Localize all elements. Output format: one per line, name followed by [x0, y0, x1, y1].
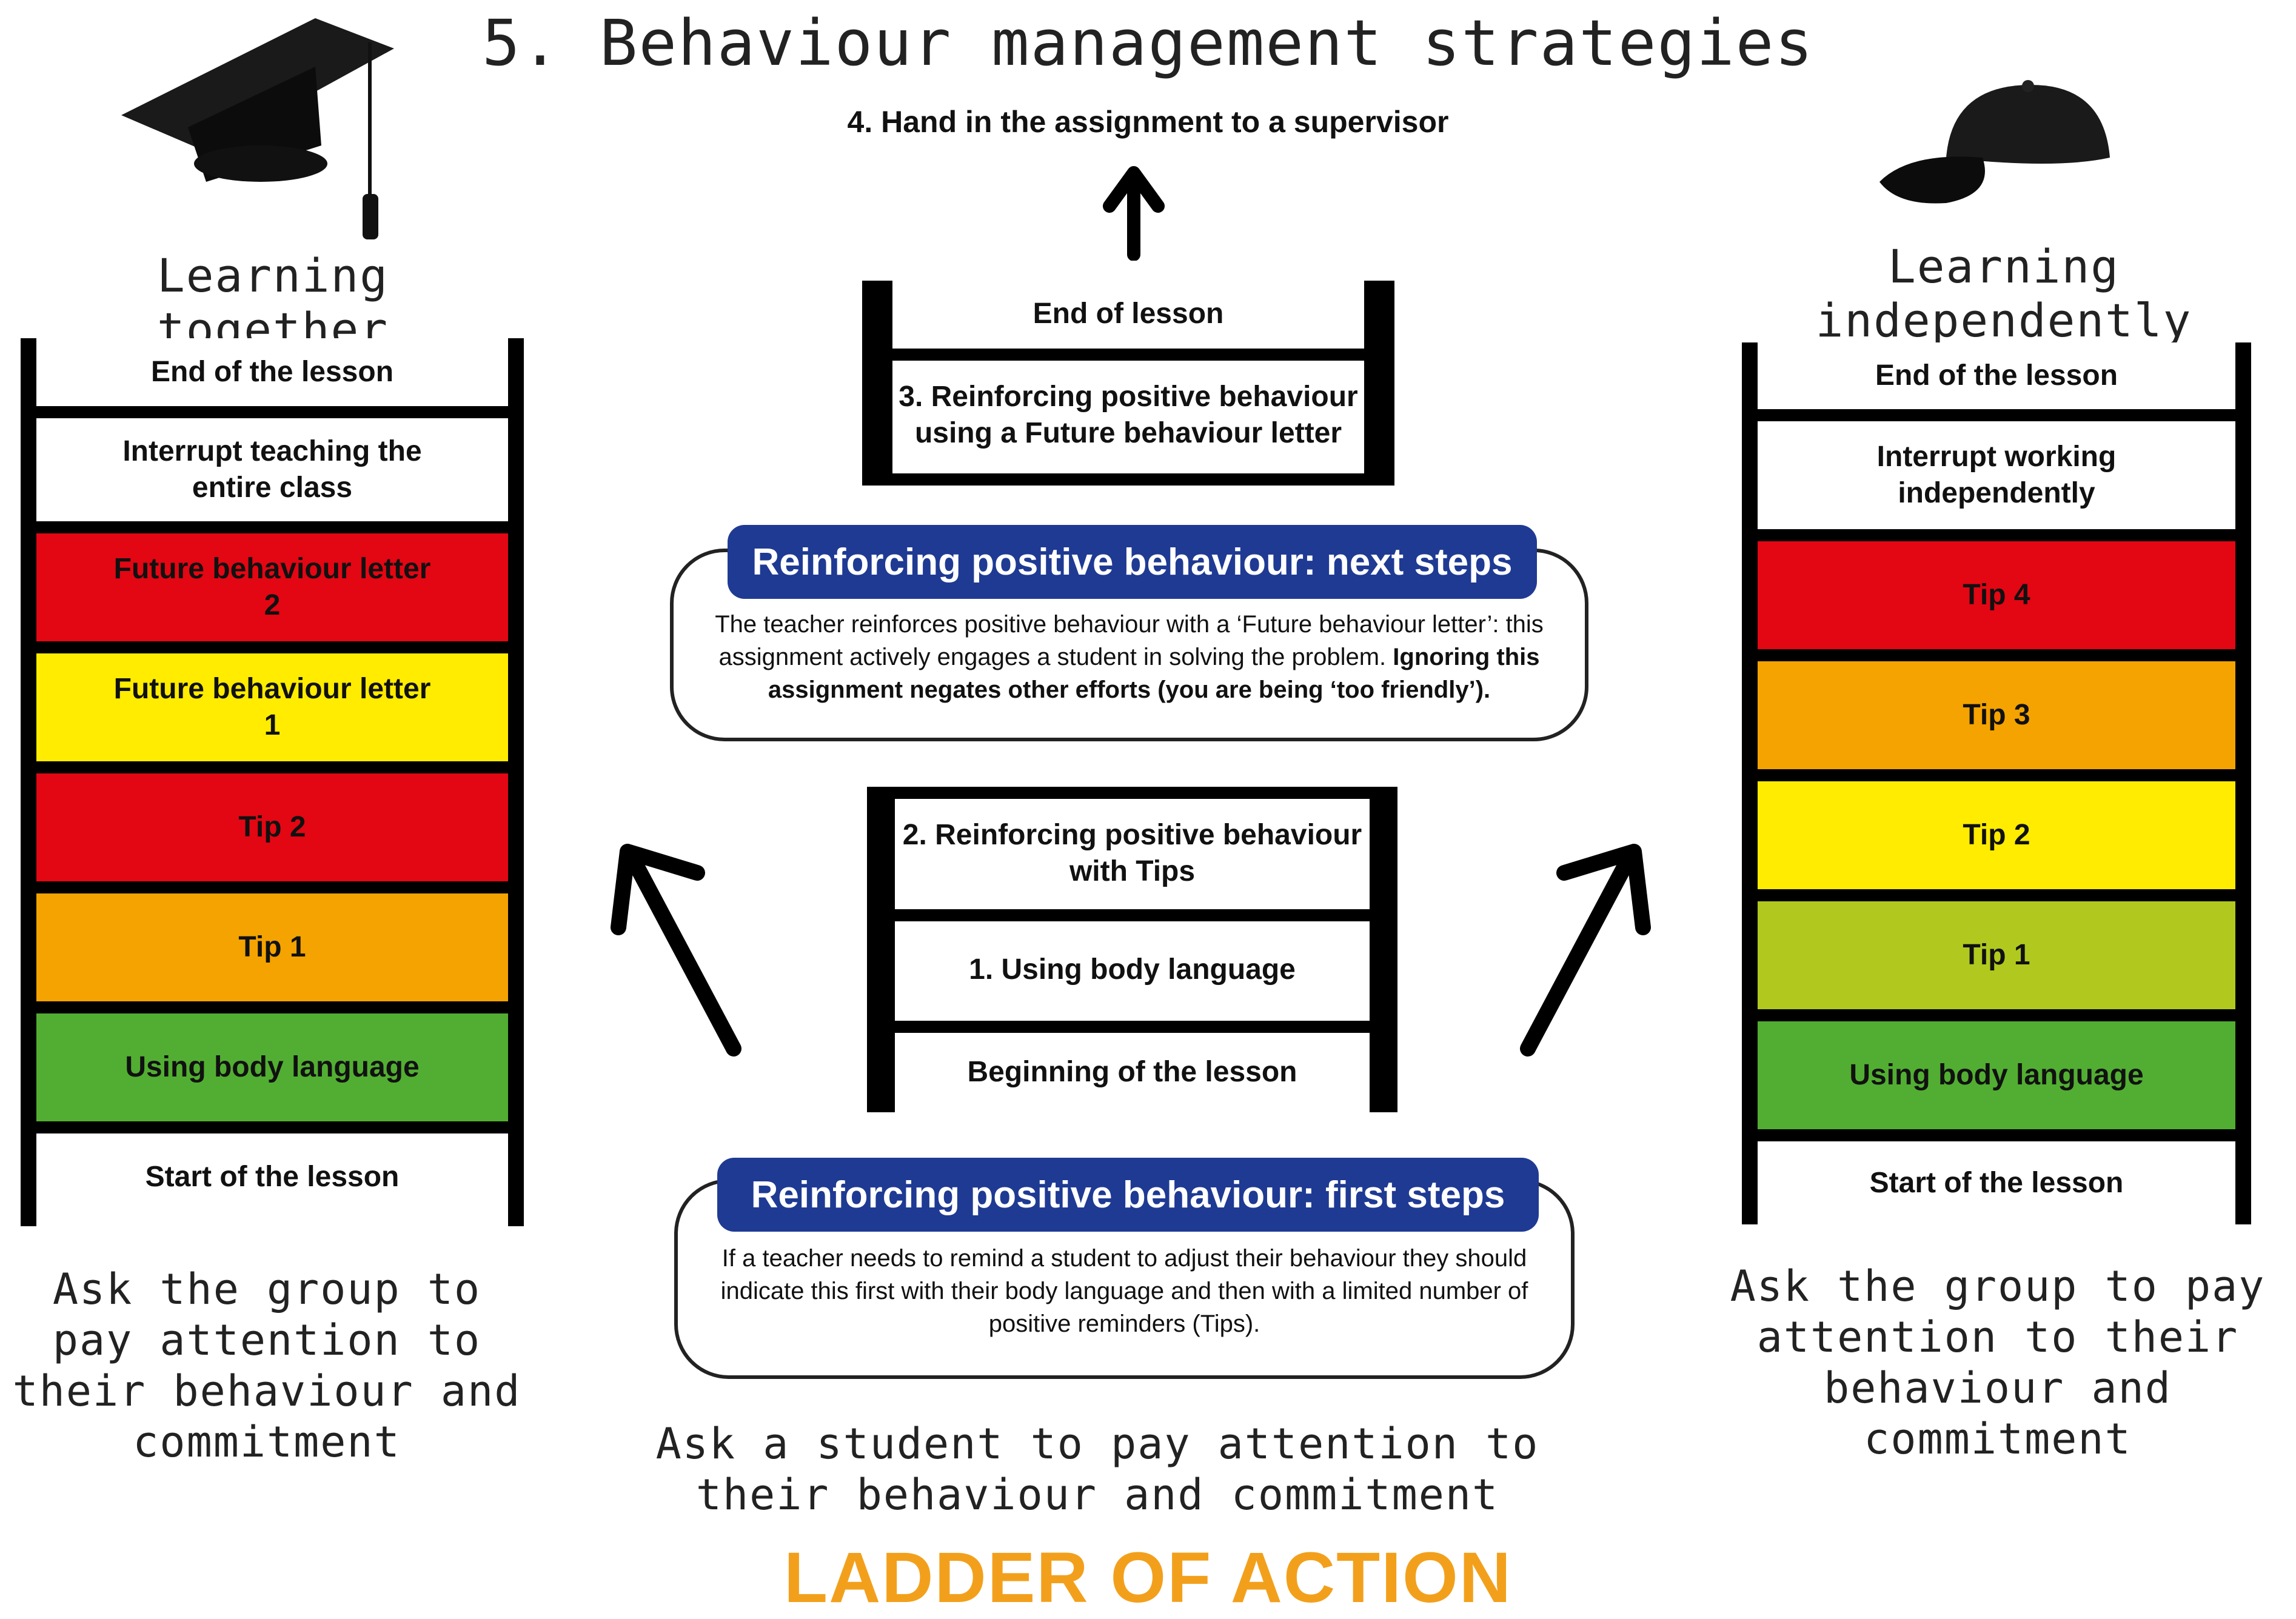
- rung-label: Interrupt working independently: [1876, 441, 2117, 509]
- ladder-rung-bar: [36, 641, 508, 653]
- ladder-rail: [1742, 342, 1758, 1224]
- ladder-rung-bar: [36, 1121, 508, 1133]
- right-rung-6: Using body language: [1758, 1021, 2235, 1129]
- left-rung-2: Future behaviour letter 2: [36, 533, 508, 641]
- right-rung-4: Tip 2: [1758, 781, 2235, 889]
- rung-label: Tip 3: [1963, 699, 2030, 731]
- left-rung-0: End of the lesson: [36, 338, 508, 406]
- ladder-rung-bar: [36, 521, 508, 533]
- next-steps-bold-text: Ignoring this assignment negates other e…: [768, 644, 1540, 703]
- left-rung-7: Start of the lesson: [36, 1133, 508, 1220]
- ladder-rail: [21, 338, 36, 1226]
- ladder-rail: [2235, 342, 2251, 1224]
- rung-label: Tip 4: [1963, 579, 2030, 611]
- step-4-label: 4. Hand in the assignment to a superviso…: [847, 105, 1449, 139]
- ladder-rung-bar: [36, 881, 508, 893]
- rung-step-3: 3. Reinforcing positive behaviour using …: [899, 381, 1358, 449]
- rung-step-2: 2. Reinforcing positive behaviour with T…: [902, 819, 1362, 887]
- ladder-rung-bar: [1758, 529, 2235, 541]
- up-right-arrow-icon: [1520, 844, 1651, 1057]
- center-top-ladder: End of lesson 3. Reinforcing positive be…: [862, 281, 1394, 486]
- rung-label: Using body language: [125, 1051, 420, 1083]
- rung-step-1: 1. Using body language: [969, 953, 1296, 986]
- rung-label: Start of the lesson: [145, 1160, 400, 1193]
- baseball-cap-icon: [1879, 80, 2110, 204]
- center-caption: Ask a student to pay attention to their …: [655, 1419, 1539, 1520]
- rung-end-of-lesson: End of lesson: [1033, 298, 1224, 330]
- left-rung-6: Using body language: [36, 1013, 508, 1121]
- ladder-rail: [508, 338, 524, 1226]
- page-title: 5. Behaviour management strategies: [482, 6, 1814, 80]
- ladder-rung-bar: [1758, 1009, 2235, 1021]
- ladder-of-action-title: LADDER OF ACTION: [784, 1538, 1512, 1618]
- rung-label: Interrupt teaching the entire class: [122, 435, 422, 504]
- first-steps-text: If a teacher needs to remind a student t…: [720, 1245, 1528, 1337]
- center-bottom-ladder: 2. Reinforcing positive behaviour with T…: [867, 787, 1397, 1112]
- rung-label: Tip 1: [238, 931, 306, 963]
- rung-label: Future behaviour letter 1: [113, 673, 431, 741]
- left-column-caption: Ask the group to pay attention to their …: [12, 1264, 521, 1467]
- up-left-arrow-icon: [611, 844, 741, 1057]
- next-steps-text: The teacher reinforces positive behaviou…: [715, 611, 1544, 670]
- ladder-rung-bar: [1758, 889, 2235, 901]
- rung-label: Using body language: [1849, 1059, 2144, 1091]
- right-rung-3: Tip 3: [1758, 661, 2235, 769]
- right-rung-2: Tip 4: [1758, 541, 2235, 649]
- rung-label: Tip 2: [238, 811, 306, 843]
- right-rung-7: Start of the lesson: [1758, 1141, 2235, 1224]
- rung-label: End of the lesson: [150, 356, 394, 388]
- rung-label: End of the lesson: [1875, 359, 2118, 392]
- rung-label: Tip 2: [1963, 819, 2030, 851]
- ladder-rung-bar: [36, 406, 508, 418]
- ladder-rung-bar: [1758, 649, 2235, 661]
- right-column-heading: Learning independently: [1815, 239, 2192, 347]
- rung-beginning-of-lesson: Beginning of the lesson: [967, 1056, 1297, 1088]
- first-steps-heading: Reinforcing positive behaviour: first st…: [717, 1158, 1539, 1232]
- ladder-rung-bar: [1758, 769, 2235, 781]
- next-steps-heading: Reinforcing positive behaviour: next ste…: [728, 525, 1537, 599]
- right-column-caption: Ask the group to pay attention to their …: [1730, 1261, 2266, 1464]
- ladder-rung-bar: [1758, 409, 2235, 421]
- rung-label: Future behaviour letter 2: [113, 553, 431, 621]
- ladder-rung-bar: [1758, 1129, 2235, 1141]
- mortarboard-icon: [121, 18, 394, 239]
- rung-label: Tip 1: [1963, 939, 2030, 971]
- rung-label: Start of the lesson: [1869, 1166, 2124, 1199]
- right-rung-0: End of the lesson: [1758, 342, 2235, 409]
- up-arrow-icon: [1103, 166, 1165, 261]
- left-rung-4: Tip 2: [36, 773, 508, 881]
- right-rung-5: Tip 1: [1758, 901, 2235, 1009]
- ladder-rung-bar: [36, 761, 508, 773]
- ladder-rung-bar: [36, 1001, 508, 1013]
- right-rung-1: Interrupt working independently: [1758, 421, 2235, 529]
- left-rung-1: Interrupt teaching the entire class: [36, 418, 508, 521]
- left-rung-3: Future behaviour letter 1: [36, 653, 508, 761]
- left-rung-5: Tip 1: [36, 893, 508, 1001]
